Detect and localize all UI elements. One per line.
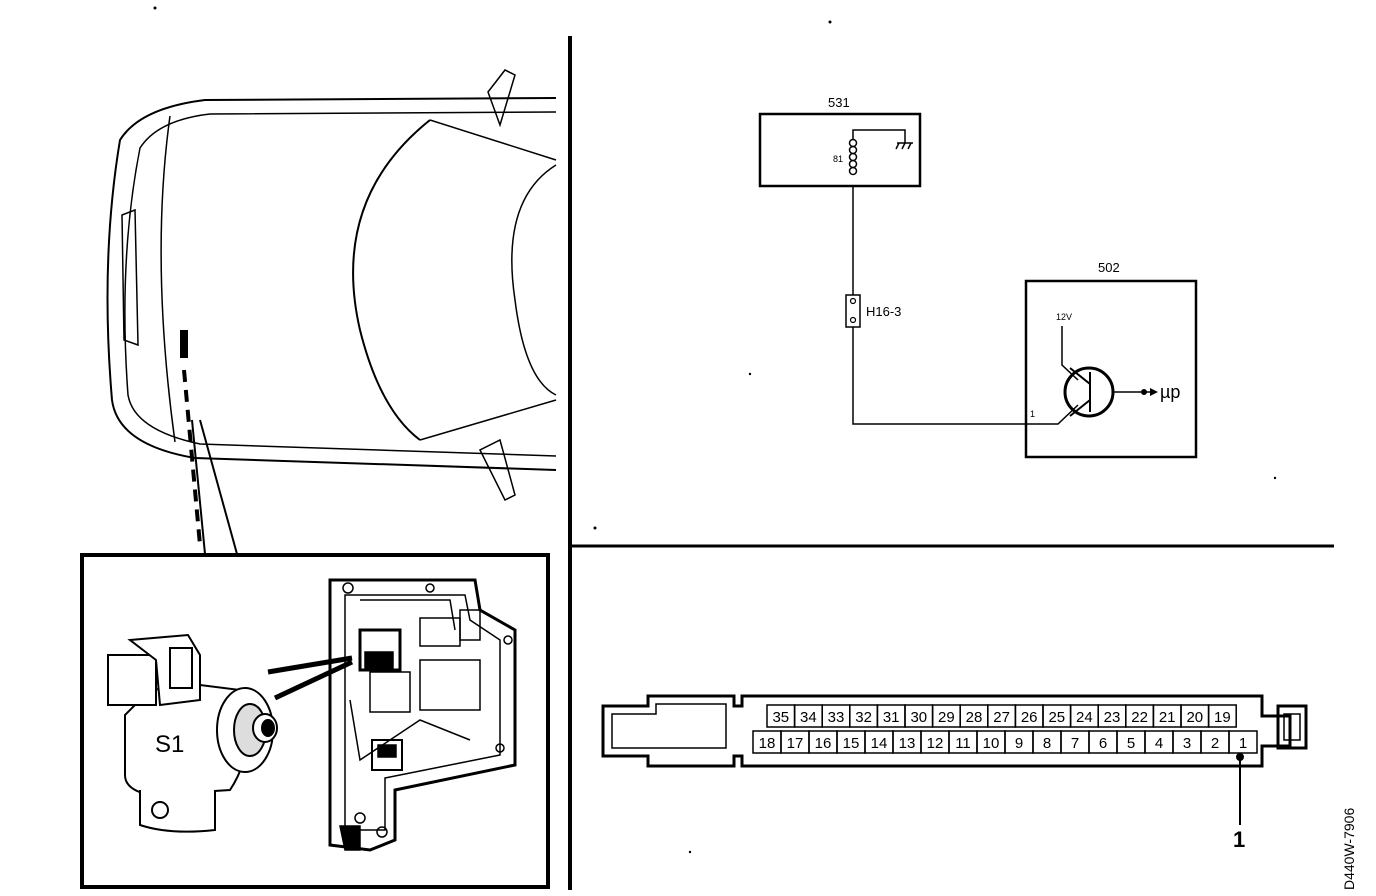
pin-number: 17	[787, 735, 804, 752]
callout-line-left	[191, 419, 206, 555]
pin-number: 28	[966, 709, 983, 726]
pin-number: 21	[1159, 709, 1176, 726]
pin-number: 22	[1131, 709, 1148, 726]
relay-box-label: 531	[828, 95, 850, 110]
coil-icon	[848, 129, 906, 176]
pin-number: 6	[1099, 735, 1107, 752]
pin-number: 14	[871, 735, 888, 752]
solenoid-drawing	[107, 633, 278, 833]
pin-number: 8	[1043, 735, 1051, 752]
pin-number: 16	[815, 735, 832, 752]
pin-number: 13	[899, 735, 916, 752]
pin-number: 35	[772, 709, 789, 726]
pin-cell	[1207, 704, 1237, 728]
speck	[828, 20, 832, 24]
valve-body-drawing	[328, 578, 517, 852]
figure-id: D440W-7906	[1341, 808, 1357, 890]
connector-label: H16-3	[866, 304, 901, 319]
speck	[688, 850, 692, 854]
pin1-callout-dot	[1236, 753, 1244, 761]
pin-number: 26	[1021, 709, 1038, 726]
pin-number: 34	[800, 709, 817, 726]
connector-inner-outline	[611, 703, 727, 749]
transistor-collector	[1069, 367, 1091, 385]
top-pin-row: 35 34 33 32 31 30 29 28 27 26 25 24 23 22 21 20 19	[766, 704, 1237, 728]
pin-number: 20	[1186, 709, 1203, 726]
pin-number: 5	[1127, 735, 1135, 752]
output-label: µp	[1160, 382, 1180, 402]
pin-number: 27	[993, 709, 1010, 726]
control-unit-label: 502	[1098, 260, 1120, 275]
relay-pin-label: 81	[833, 154, 843, 164]
pin-number: 9	[1015, 735, 1023, 752]
connector-latch-inner	[1283, 713, 1301, 741]
inset-box	[80, 553, 550, 889]
connector-dot-top	[849, 297, 857, 305]
pin-number: 29	[938, 709, 955, 726]
solenoid-label: S1	[155, 731, 184, 758]
pin-number: 3	[1183, 735, 1191, 752]
pin-number: 10	[983, 735, 1000, 752]
pin-number: 23	[1104, 709, 1121, 726]
connector-latch	[1276, 704, 1308, 750]
pin1-callout-label: 1	[1233, 827, 1245, 852]
pin-number: 18	[759, 735, 776, 752]
pin-number: 31	[883, 709, 900, 726]
wire-connector-to-ecu	[852, 327, 1079, 425]
pin-number: 32	[855, 709, 872, 726]
output-dot	[1141, 389, 1147, 395]
pin-number: 19	[1214, 709, 1231, 726]
pin-number: 1	[1239, 735, 1247, 752]
control-unit-box	[1024, 279, 1198, 459]
speck	[748, 372, 752, 376]
pin-number: 2	[1211, 735, 1219, 752]
car-top-view	[106, 69, 557, 502]
connector-dot-bottom	[849, 316, 857, 324]
supply-label: 12V	[1056, 312, 1072, 322]
transistor-emitter	[1069, 399, 1091, 417]
pin-number: 11	[955, 735, 971, 752]
pin-number: 7	[1071, 735, 1079, 752]
speck	[153, 6, 157, 10]
ecu-pin-label: 1	[1030, 409, 1035, 419]
pin-number: 15	[843, 735, 860, 752]
output-arrow-icon	[1150, 388, 1158, 396]
pin-number: 33	[828, 709, 845, 726]
pin-number: 24	[1076, 709, 1093, 726]
relay-box	[758, 112, 922, 188]
bottom-pin-row: 18 17 16 15 14 13 12 11 10 9 8 7 6 5 4 3 2 1	[752, 730, 1258, 754]
pointer-line-upper	[267, 655, 353, 675]
pin-number: 30	[910, 709, 927, 726]
pointer-line-lower	[273, 659, 354, 701]
connector-housing	[601, 694, 1292, 768]
location-marker	[180, 330, 188, 358]
pin-number: 25	[1048, 709, 1065, 726]
pin-cell	[1228, 730, 1258, 754]
speck	[1273, 476, 1277, 480]
location-dash-line	[182, 369, 202, 546]
pin-number: 12	[927, 735, 944, 752]
speck	[593, 526, 597, 530]
pin-number: 4	[1155, 735, 1163, 752]
callout-line-right	[199, 419, 238, 555]
ground-icon	[895, 142, 913, 150]
